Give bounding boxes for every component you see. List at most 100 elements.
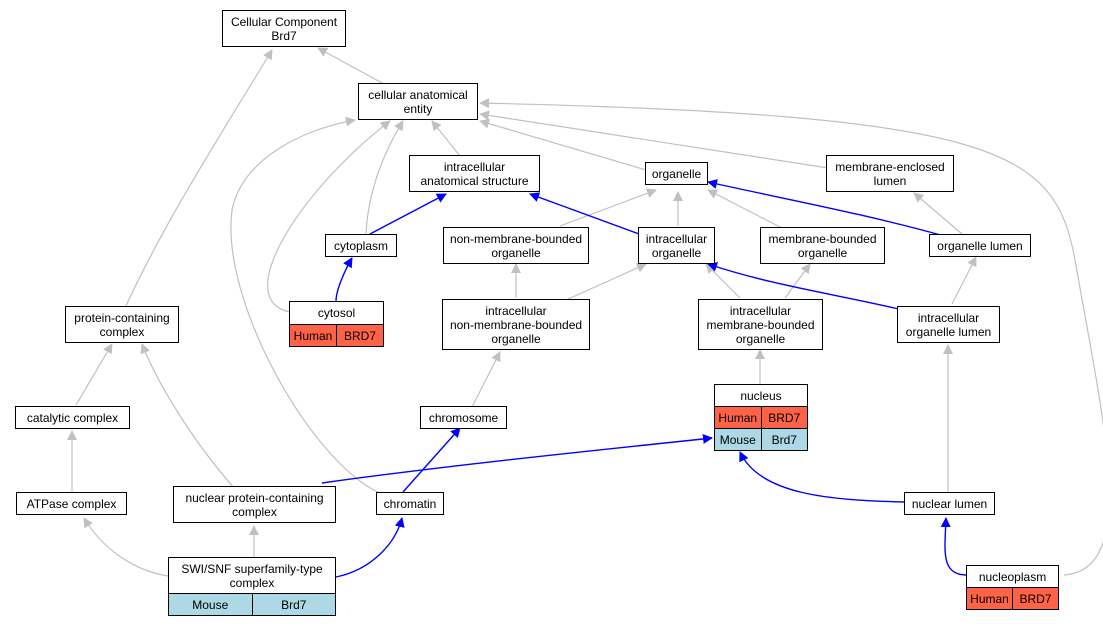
node-label: membrane-enclosed [835, 159, 945, 174]
edge-mel-to-entity [479, 110, 829, 169]
gene-cell: Brd7 [760, 429, 808, 450]
node-label: organelle [797, 245, 848, 260]
edge-chromosome-to-inmbo [471, 351, 501, 408]
edge-ias-to-entity [431, 120, 461, 157]
node-label: nucleus [740, 388, 782, 403]
edge-nuclear-lumen-to-nucleus [739, 451, 905, 503]
edge-organelle-lumen-to-organelle [707, 179, 945, 237]
gene-cell: BRD7 [1012, 588, 1058, 609]
edge-nmbo-to-organelle [559, 188, 657, 227]
edge-cytosol-to-entity [267, 120, 391, 313]
edge-npcc-to-nucleus [321, 433, 713, 484]
edge-cytoplasm-to-entity [365, 120, 404, 235]
node-organelle[interactable]: organelle [645, 162, 708, 185]
node-organelle-lumen[interactable]: organelle lumen [929, 234, 1031, 257]
node-label: organelle lumen [937, 238, 1023, 253]
edge-swisnf-to-atpase [83, 517, 169, 577]
node-cytoplasm[interactable]: cytoplasm [325, 234, 397, 257]
node-atpase-complex[interactable]: ATPase complex [16, 492, 127, 515]
node-label: organelle [651, 245, 702, 260]
node-label: protein-containing [74, 310, 170, 325]
species-cell: Mouse [192, 597, 229, 612]
node-chromatin[interactable]: chromatin [376, 492, 444, 515]
edge-iol-to-organelle-lumen [951, 256, 977, 305]
node-label: non-membrane-bounded [449, 317, 583, 332]
annotation-row-human: Human BRD7 [290, 324, 383, 346]
gene-cell: BRD7 [336, 325, 383, 346]
node-label: nucleoplasm [978, 569, 1047, 584]
node-label: membrane-bounded [768, 231, 877, 246]
edge-catalytic-to-protein-complex [75, 343, 113, 406]
edge-organelle-lumen-to-mel [913, 192, 963, 235]
edge-npcc-to-protein-complex [140, 343, 237, 491]
edge-mbo-to-organelle [707, 189, 783, 229]
node-label: cellular anatomical [368, 87, 468, 102]
edge-cytosol-to-cytoplasm [335, 257, 353, 302]
species-cell: Human [970, 591, 1009, 606]
node-label: non-membrane-bounded [449, 231, 583, 246]
node-label: catalytic complex [26, 410, 119, 425]
node-nucleus[interactable]: nucleus Human BRD7 Mouse Brd7 [714, 384, 808, 451]
node-label: organelle [735, 331, 786, 346]
node-label: membrane-bounded [706, 317, 815, 332]
node-label: anatomical structure [420, 173, 529, 188]
edge-imbo-to-mbo [784, 263, 811, 299]
annotation-row-mouse: Mouse Brd7 [169, 593, 335, 615]
node-label: complex [232, 504, 277, 519]
species-cell: Human [293, 328, 333, 343]
node-label: cytosol [317, 306, 356, 320]
edge-io-to-ias [529, 192, 651, 239]
gene-cell: BRD7 [760, 407, 808, 428]
node-catalytic-complex[interactable]: catalytic complex [15, 406, 130, 429]
node-label: intracellular [443, 159, 506, 174]
node-label: organelle [491, 331, 541, 346]
edge-chromatin-to-chromosome [402, 427, 461, 493]
edge-protein-complex-to-cc [124, 49, 273, 309]
node-label: lumen [873, 173, 907, 188]
annotation-row-mouse: Mouse Brd7 [715, 428, 807, 450]
node-label: entity [403, 101, 433, 116]
node-label: organelle [651, 166, 702, 181]
node-label: nuclear lumen [911, 496, 988, 511]
node-chromosome[interactable]: chromosome [420, 406, 507, 429]
node-label: complex [99, 324, 145, 339]
edge-swisnf-to-chromatin [335, 517, 405, 578]
species-cell: Human [718, 410, 758, 425]
node-label: chromatin [383, 496, 437, 511]
edge-iol-to-io [707, 262, 904, 311]
node-nucleoplasm[interactable]: nucleoplasm Human BRD7 [966, 565, 1059, 610]
node-label: cytoplasm [333, 238, 389, 253]
node-label: complex [229, 575, 275, 590]
node-label: organelle lumen [905, 324, 992, 339]
species-cell: Mouse [719, 432, 756, 447]
node-label: chromosome [428, 410, 499, 425]
edge-nucleoplasm-to-nuclear-lumen [940, 517, 968, 576]
node-label: organelle [491, 245, 541, 260]
node-label: Cellular Component [230, 14, 338, 29]
annotation-row-human: Human BRD7 [715, 406, 807, 428]
edge-entity-to-cc [317, 47, 385, 85]
node-cytosol[interactable]: cytosol Human BRD7 [289, 301, 384, 347]
edge-chromatin-to-entity [230, 116, 379, 493]
node-label: Brd7 [271, 28, 297, 43]
node-label: intracellular [485, 303, 547, 318]
node-label: intracellular [729, 303, 792, 318]
edge-organelle-to-entity [479, 118, 647, 171]
edge-cytoplasm-to-ias [369, 193, 447, 235]
node-nuclear-lumen[interactable]: nuclear lumen [904, 492, 995, 515]
